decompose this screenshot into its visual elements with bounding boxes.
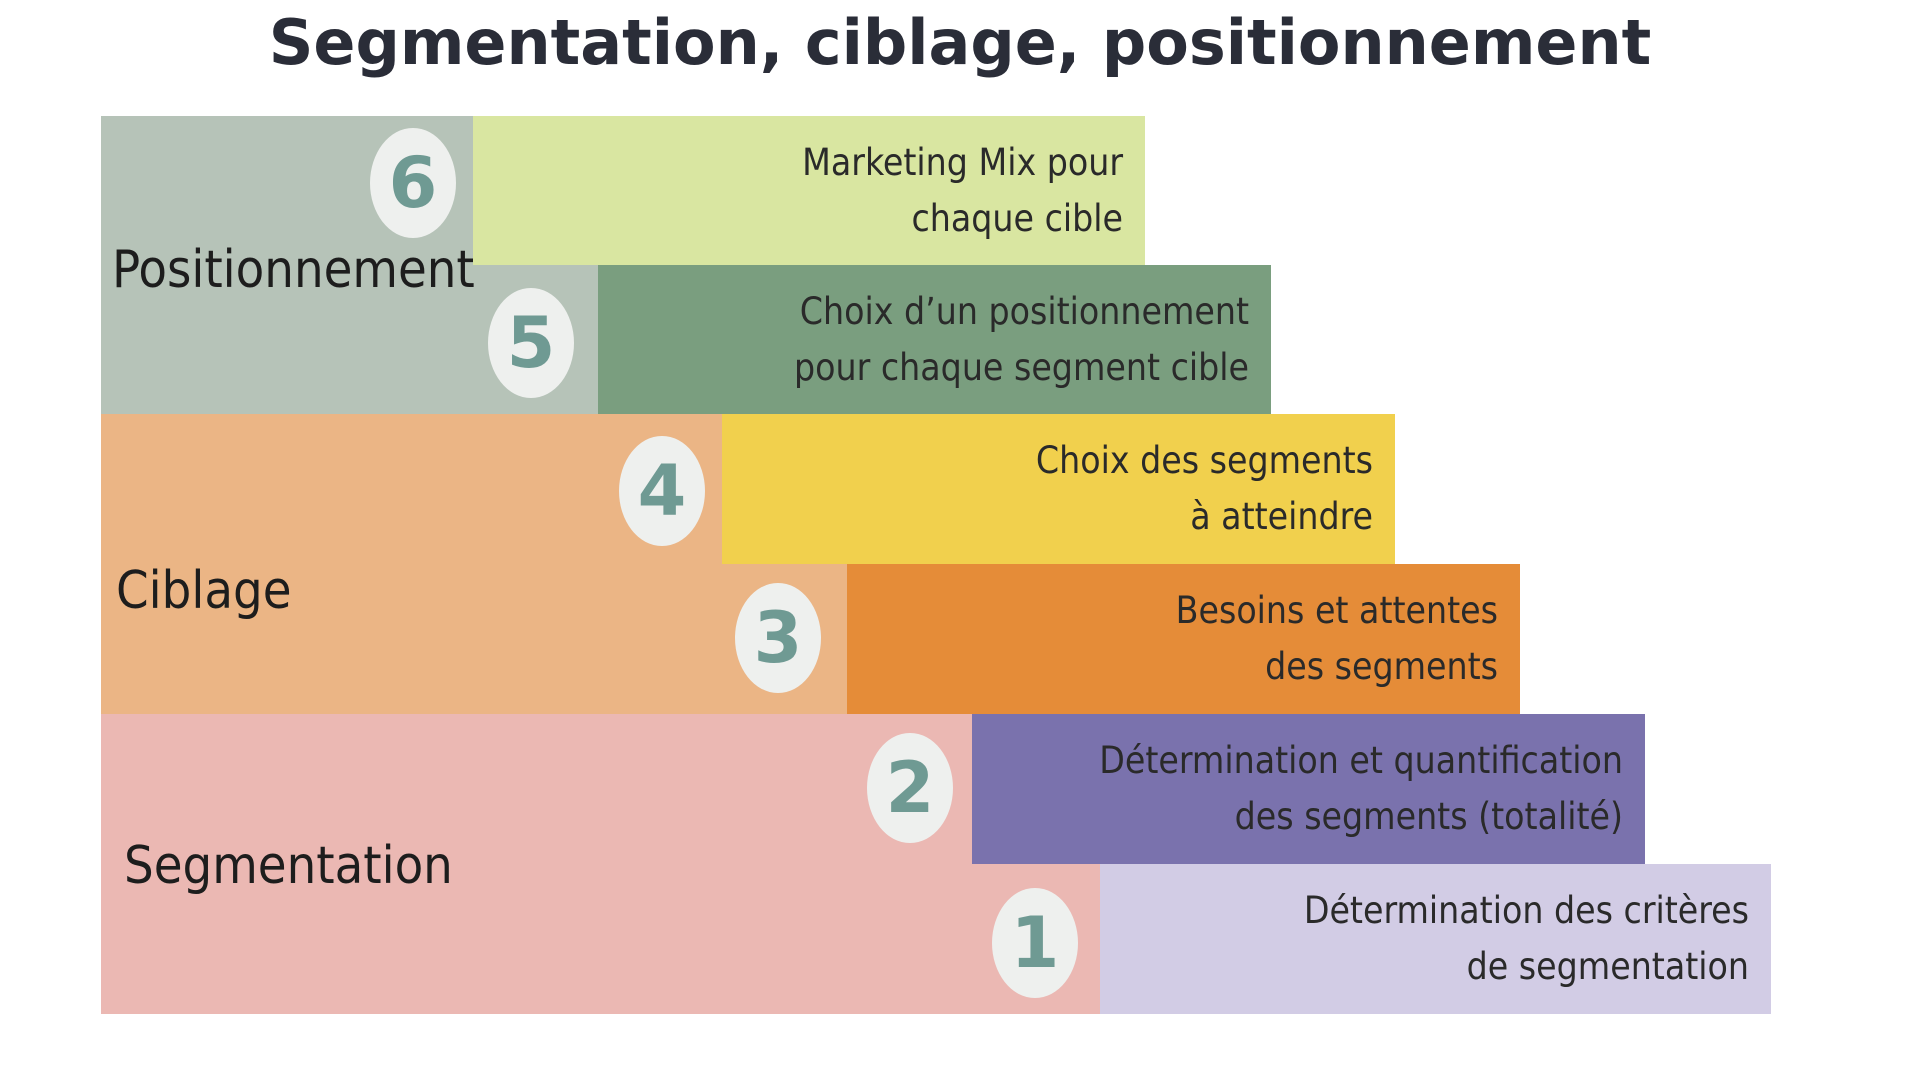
phase-label-ciblage: Ciblage xyxy=(116,561,292,621)
step-box-6: Marketing Mix pour chaque cible xyxy=(473,116,1145,265)
phase-label-segmentation: Segmentation xyxy=(124,836,453,896)
step-box-5: Choix d’un positionnement pour chaque se… xyxy=(598,265,1271,414)
step-number-badge-4: 4 xyxy=(619,436,705,546)
step-number-badge-3: 3 xyxy=(735,583,821,693)
phase-label-positionnement: Positionnement xyxy=(112,240,475,300)
page-title: Segmentation, ciblage, positionnement xyxy=(268,6,1652,79)
step-text-1: Détermination des critères de segmentati… xyxy=(1303,889,1749,988)
step-text-2: Détermination et quantification des segm… xyxy=(1099,739,1623,838)
step-box-2: Détermination et quantification des segm… xyxy=(972,714,1645,864)
step-number-badge-1: 1 xyxy=(992,888,1078,998)
step-text-3: Besoins et attentes des segments xyxy=(1175,589,1498,688)
step-text-5: Choix d’un positionnement pour chaque se… xyxy=(794,289,1249,389)
step-box-3: Besoins et attentes des segments xyxy=(847,564,1520,714)
step-number-badge-2: 2 xyxy=(867,733,953,843)
step-number-badge-5: 5 xyxy=(488,288,574,398)
step-number-badge-6: 6 xyxy=(370,128,456,238)
step-box-4: Choix des segments à atteindre xyxy=(722,414,1395,564)
step-text-6: Marketing Mix pour chaque cible xyxy=(802,140,1123,240)
step-text-4: Choix des segments à atteindre xyxy=(1035,439,1373,538)
step-box-1: Détermination des critères de segmentati… xyxy=(1100,864,1771,1014)
